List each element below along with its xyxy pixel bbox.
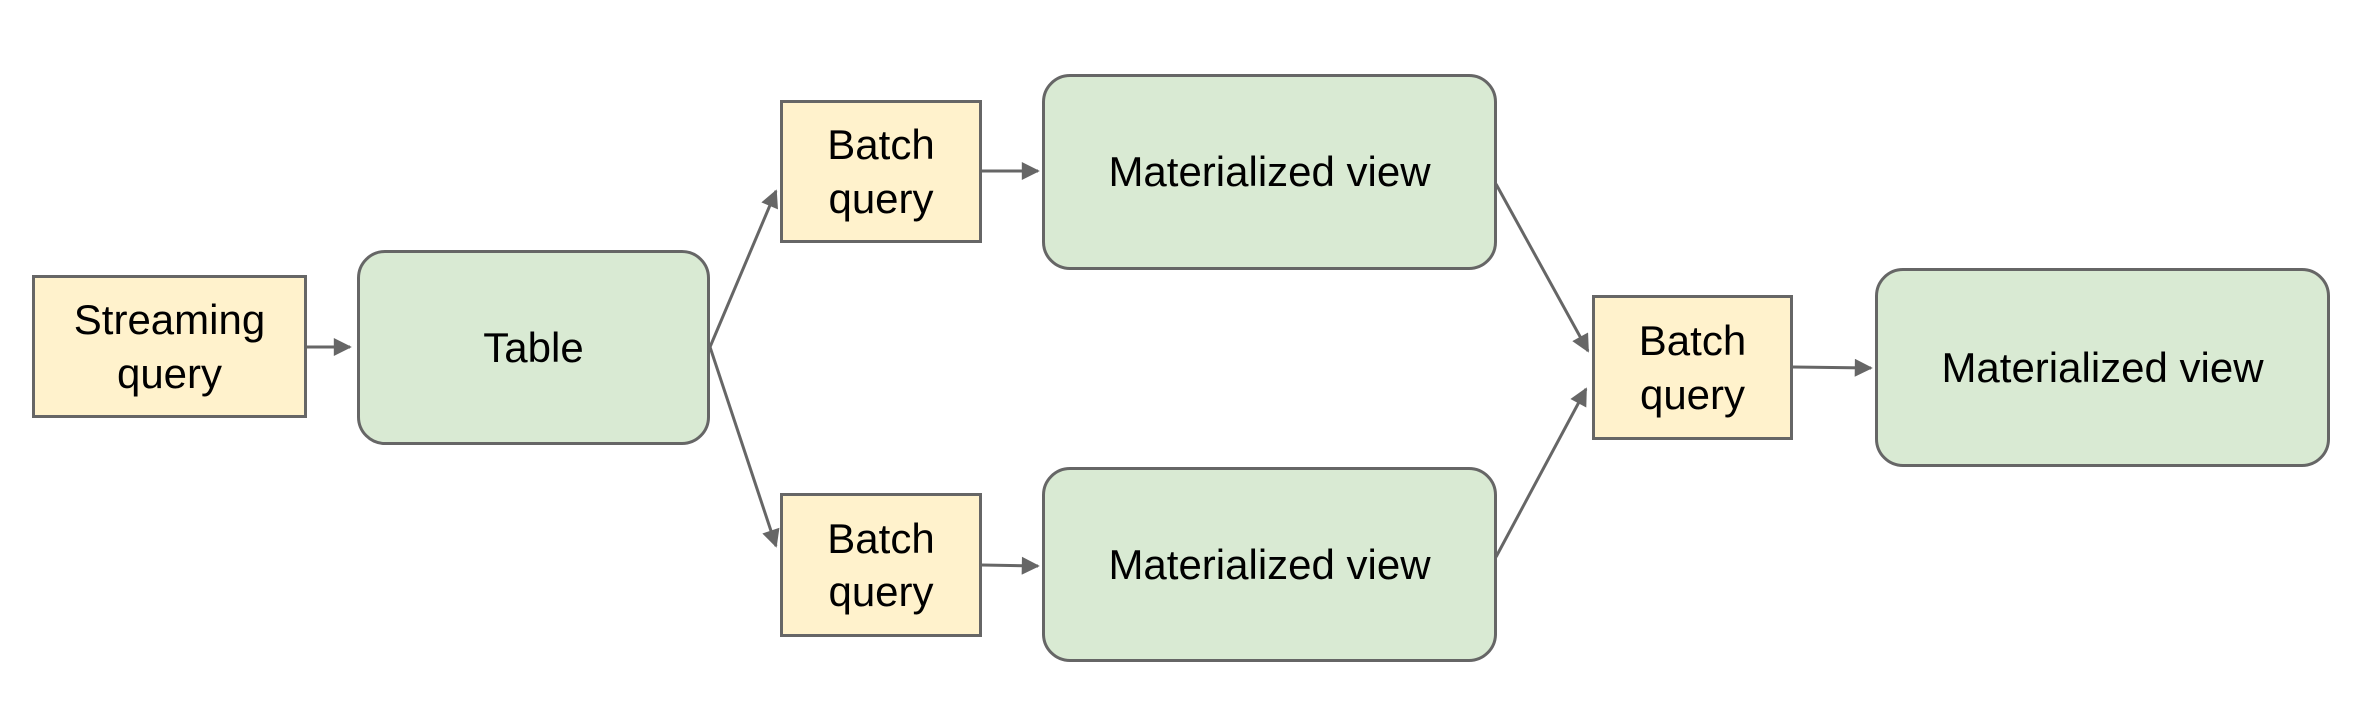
- node-streaming-query: Streaming query: [32, 275, 307, 418]
- node-batch-query-right-label: Batch query: [1638, 317, 1747, 418]
- node-batch-query-top: Batch query: [780, 100, 982, 243]
- node-streaming-query-label: Streaming query: [73, 296, 266, 397]
- node-batch-query-right: Batch query: [1592, 295, 1793, 440]
- edge-batch-right-to-view-final: [1792, 358, 1873, 377]
- node-batch-query-top-label: Batch query: [827, 121, 935, 222]
- node-batch-query-bottom-label: Batch query: [827, 514, 935, 615]
- node-materialized-view-final-label: Materialized view: [1941, 343, 2264, 391]
- node-batch-query-bottom: Batch query: [780, 493, 982, 637]
- node-table: Table: [357, 250, 710, 445]
- node-materialized-view-final: Materialized view: [1875, 268, 2330, 467]
- edge-table-to-batch-bottom: [708, 346, 780, 548]
- edge-table-to-batch-top: [708, 189, 778, 348]
- node-materialized-view-bottom-label: Materialized view: [1108, 540, 1431, 588]
- edge-view-bottom-to-batch-right: [1494, 387, 1588, 558]
- node-materialized-view-top-label: Materialized view: [1108, 148, 1431, 196]
- edge-view-top-to-batch-right: [1494, 183, 1590, 353]
- node-table-label: Table: [483, 323, 584, 371]
- node-materialized-view-bottom: Materialized view: [1042, 467, 1497, 662]
- edge-batch-bottom-to-view-bottom: [981, 556, 1040, 575]
- node-materialized-view-top: Materialized view: [1042, 74, 1497, 270]
